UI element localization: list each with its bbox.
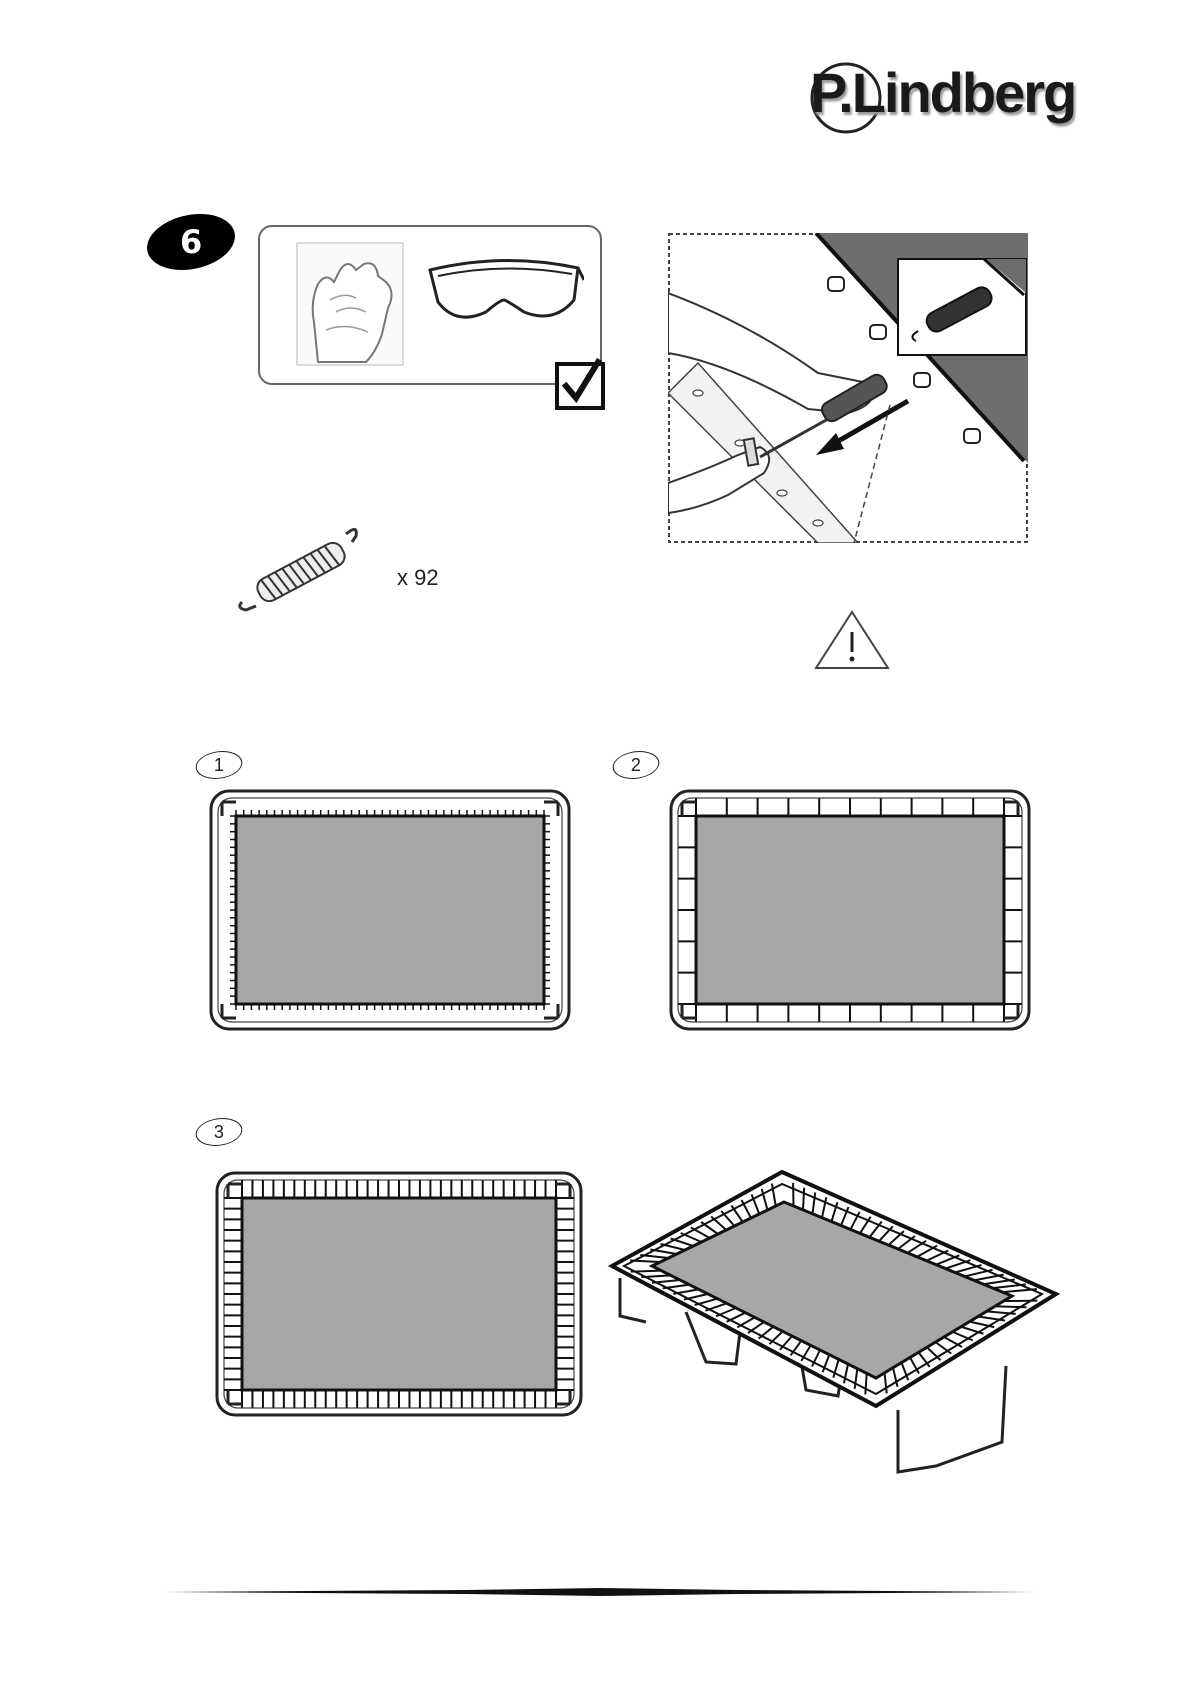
- warning-icon: [812, 608, 892, 672]
- spring-mark: [1004, 1301, 1038, 1302]
- spring-mark: [865, 1373, 866, 1394]
- spring-installation-illustration: [668, 233, 1028, 543]
- checkmark-icon: [554, 356, 610, 412]
- trampoline-top-view-step-1: [208, 788, 572, 1032]
- footer-divider: [165, 1588, 1037, 1596]
- substep-label-1: 1: [214, 755, 224, 776]
- step-number-badge: 6: [139, 214, 243, 270]
- substep-badge-2: 2: [609, 751, 663, 779]
- gloves-icon: [296, 242, 404, 366]
- step-number: 6: [180, 223, 202, 261]
- spring-mark: [803, 1188, 804, 1210]
- substep-label-2: 2: [631, 755, 641, 776]
- substep-badge-1: 1: [192, 751, 246, 779]
- spring-mark: [631, 1271, 662, 1272]
- trampoline-top-view-step-3: [214, 1170, 584, 1418]
- trampoline-perspective-view: [606, 1166, 1062, 1486]
- trampoline-top-view-step-2: [668, 788, 1032, 1032]
- substep-badge-3: 3: [192, 1118, 246, 1146]
- spring-mark: [995, 1306, 1027, 1307]
- substep-label-3: 3: [214, 1122, 224, 1143]
- spring-quantity: x 92: [397, 565, 439, 591]
- spring-icon: [236, 522, 366, 612]
- brand-name: P.Lindberg: [810, 60, 1075, 125]
- safety-goggles-icon: [424, 250, 584, 330]
